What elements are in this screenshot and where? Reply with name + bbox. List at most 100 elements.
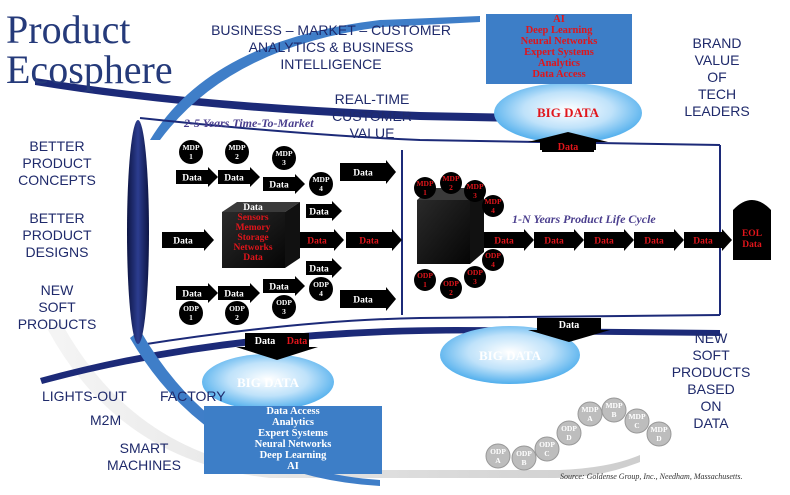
m2m-label: M2M [90, 412, 122, 428]
arrow-down-to-bottom-cloud: Data Data [236, 333, 318, 360]
data-arrow-label: Data [224, 174, 244, 184]
cube-label: Data [243, 203, 263, 213]
big-data-cloud-mid: BIG DATA [440, 326, 580, 384]
circle-label: ODP [313, 280, 329, 289]
eol-label: Data [742, 240, 762, 250]
funnel-bottom-line [139, 314, 721, 346]
circle-label: 4 [319, 184, 323, 193]
circle-label: ODP [183, 304, 199, 313]
big-data-label: BIG DATA [237, 375, 300, 390]
cube-label: Data [243, 253, 263, 263]
arrow-up-to-top-cloud: Data [528, 132, 608, 153]
bottom-sweep-arc [40, 327, 720, 384]
data-arrow: Data [176, 283, 218, 303]
data-arrow-label: Data [353, 296, 373, 306]
data-arrow: Data [306, 201, 342, 221]
data-arrow-label: Data [173, 237, 193, 247]
funnel-top-line [139, 117, 721, 146]
cube-label: Networks [233, 243, 272, 253]
circle-label: C [544, 449, 549, 458]
circle-label: B [611, 410, 616, 419]
big-data-label: BIG DATA [479, 348, 542, 363]
data-arrow: Data [534, 229, 584, 251]
circle-label: D [656, 434, 662, 443]
circle-label: MDP [416, 179, 433, 188]
circle-label: ODP [229, 304, 245, 313]
circle-label: 4 [491, 260, 495, 269]
svg-text:Data: Data [558, 142, 579, 153]
circle-label: 2 [235, 313, 239, 322]
circle-label: MDP [312, 175, 329, 184]
cube-label: Memory [236, 223, 271, 233]
page-title: Product Ecosphere [6, 7, 173, 92]
life-cycle-label: 1-N Years Product Life Cycle [512, 212, 656, 226]
lights-out-label: LIGHTS-OUT [42, 388, 127, 404]
data-arrow: Data [306, 258, 342, 278]
circle-label: ODP [467, 268, 483, 277]
data-arrow-label: Data [594, 237, 614, 247]
data-arrow: Data [263, 174, 305, 194]
data-arrow-label: Data [224, 290, 244, 300]
data-arrow-label: Data [309, 265, 329, 275]
top-sweep-arc [35, 78, 520, 122]
outer-blue-arc [150, 16, 480, 140]
circle-label: ODP [276, 298, 292, 307]
circle-label: MDP [628, 412, 645, 421]
better-concepts-label: BETTER PRODUCT CONCEPTS [18, 138, 96, 188]
circle-label: 2 [449, 288, 453, 297]
circle-label: D [566, 433, 572, 442]
data-arrow-label: Data [494, 237, 514, 247]
data-arrow-label: Data [644, 237, 664, 247]
data-arrow: Data [300, 229, 344, 251]
circle-label: MDP [228, 143, 245, 152]
circle-label: ODP [561, 424, 577, 433]
data-arrow: Data [340, 160, 396, 184]
data-arrow-label: Data [309, 208, 329, 218]
circle-label: 1 [423, 280, 427, 289]
new-soft-products-label: NEW SOFT PRODUCTS [17, 282, 97, 332]
data-arrow-label: Data [269, 283, 289, 293]
data-arrow-label: Data [544, 237, 564, 247]
data-arrow: Data [584, 229, 634, 251]
data-arrow: Data [634, 229, 684, 251]
circle-label: A [587, 414, 593, 423]
circle-label: MDP [182, 143, 199, 152]
circle-label: ODP [516, 449, 532, 458]
circle-label: B [521, 458, 526, 467]
circle-label: MDP [275, 149, 292, 158]
circle-label: 2 [235, 152, 239, 161]
data-arrow: Data [684, 229, 732, 251]
data-arrow: Data [346, 229, 402, 251]
circle-label: 1 [189, 313, 193, 322]
data-arrow-label: Data [307, 237, 327, 247]
factory-label: FACTORY [160, 388, 226, 404]
circle-label: MDP [581, 405, 598, 414]
big-data-cloud-top: BIG DATA [494, 83, 642, 143]
eol-tombstone [733, 200, 771, 260]
smart-machines-label: SMART MACHINES [107, 440, 181, 473]
circle-label: MDP [442, 174, 459, 183]
lens [127, 120, 149, 344]
ai-stack-box-bottom: Data Access Analytics Expert Systems Neu… [204, 406, 382, 474]
realtime-customer-value-label: REAL-TIME CUSTOMER VALUE [332, 91, 412, 141]
svg-text:Data: Data [287, 336, 308, 347]
data-arrow: Data [484, 229, 534, 251]
circle-label: ODP [417, 271, 433, 280]
circle-label: 3 [282, 158, 286, 167]
source-credit: Source: Goldense Group, Inc., Needham, M… [560, 472, 743, 481]
